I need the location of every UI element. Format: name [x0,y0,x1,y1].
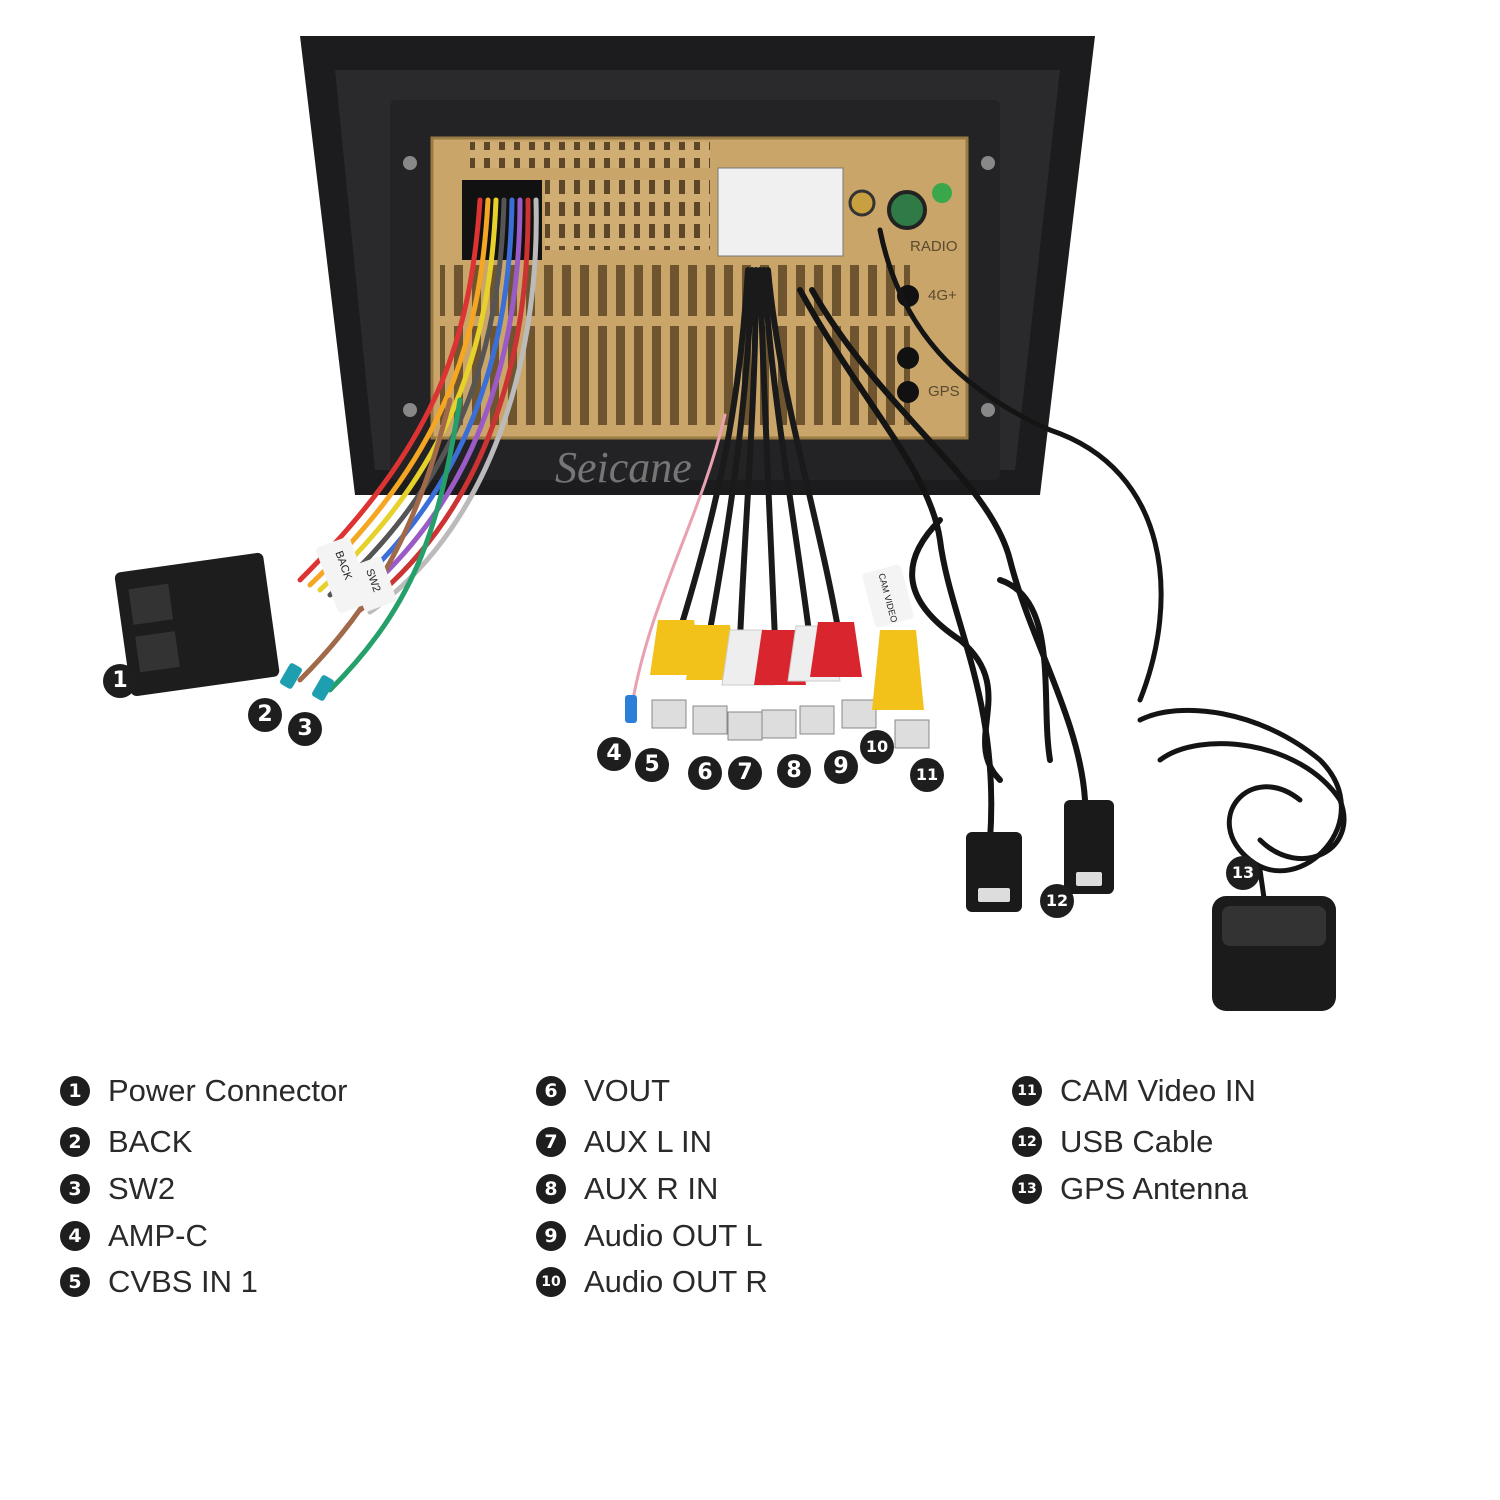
legend-label: AUX L IN [584,1124,713,1159]
radio-port-icon [848,189,876,217]
marker-7: 7 [728,756,762,790]
legend-number-badge: 2 [60,1127,90,1157]
legend-number-badge: 11 [1012,1076,1042,1106]
label-sticker-icon [932,183,952,203]
marker-1: 1 [103,664,137,698]
usb-cables [797,287,1088,843]
marker-6: 6 [688,756,722,790]
legend-number-badge: 7 [536,1127,566,1157]
gps-label: GPS [928,383,960,400]
legend-label: GPS Antenna [1060,1171,1248,1206]
marker-8: 8 [777,754,811,788]
screw-icon [403,403,417,417]
watermark: Seicane [555,443,692,492]
rca-bundle [630,267,843,707]
marker-12: 12 [1040,884,1074,918]
radio-label: RADIO [910,238,958,255]
legend-label: BACK [108,1124,193,1159]
usb-connector-icon [1064,800,1114,894]
legend-number-badge: 3 [60,1174,90,1204]
marker-9: 9 [824,750,858,784]
marker-10: 10 [860,730,894,764]
legend-label: AUX R IN [584,1171,719,1206]
legend-label: Power Connector [108,1073,348,1108]
gps-cable [877,227,1347,908]
4g-label: 4G+ [928,287,957,304]
legend-number-badge: 1 [60,1076,90,1106]
marker-4: 4 [597,737,631,771]
legend-number-badge: 4 [60,1221,90,1251]
wiring-illustration: RADIO 4G+ GPS Seicane BACK SW2 [114,36,1347,1011]
legend-number-badge: 13 [1012,1174,1042,1204]
legend-label: CAM Video IN [1060,1073,1256,1108]
chassis: RADIO 4G+ GPS [403,136,995,440]
marker-13: 13 [1226,856,1260,890]
power-connector [114,552,280,697]
legend-label: CVBS IN 1 [108,1264,258,1299]
legend-label: SW2 [108,1171,176,1206]
power-harness [297,197,539,693]
legend-number-badge: 6 [536,1076,566,1106]
legend-number-badge: 9 [536,1221,566,1251]
radio-antenna-port-icon [887,190,927,230]
wiring-diagram: RADIO 4G+ GPS Seicane BACK SW2 [103,36,1347,1011]
marker-5: 5 [635,748,669,782]
screw-icon [981,403,995,417]
legend-number-badge: 5 [60,1267,90,1297]
legend-number-badge: 10 [536,1267,566,1297]
rca-plugs [650,620,930,749]
marker-3: 3 [288,712,322,746]
legend-number-badge: 8 [536,1174,566,1204]
legend-label: Audio OUT L [584,1218,763,1253]
legend-label: Audio OUT R [584,1264,768,1299]
legend-label: USB Cable [1060,1124,1214,1159]
legend-label: VOUT [584,1073,671,1108]
legend: 1 Power Connector 2 BACK 3 SW2 4 AMP-C 5… [0,1068,1500,1328]
legend-number-badge: 12 [1012,1127,1042,1157]
marker-11: 11 [910,758,944,792]
screw-icon [981,156,995,170]
legend-label: AMP-C [108,1218,208,1253]
screw-icon [403,156,417,170]
marker-2: 2 [248,698,282,732]
